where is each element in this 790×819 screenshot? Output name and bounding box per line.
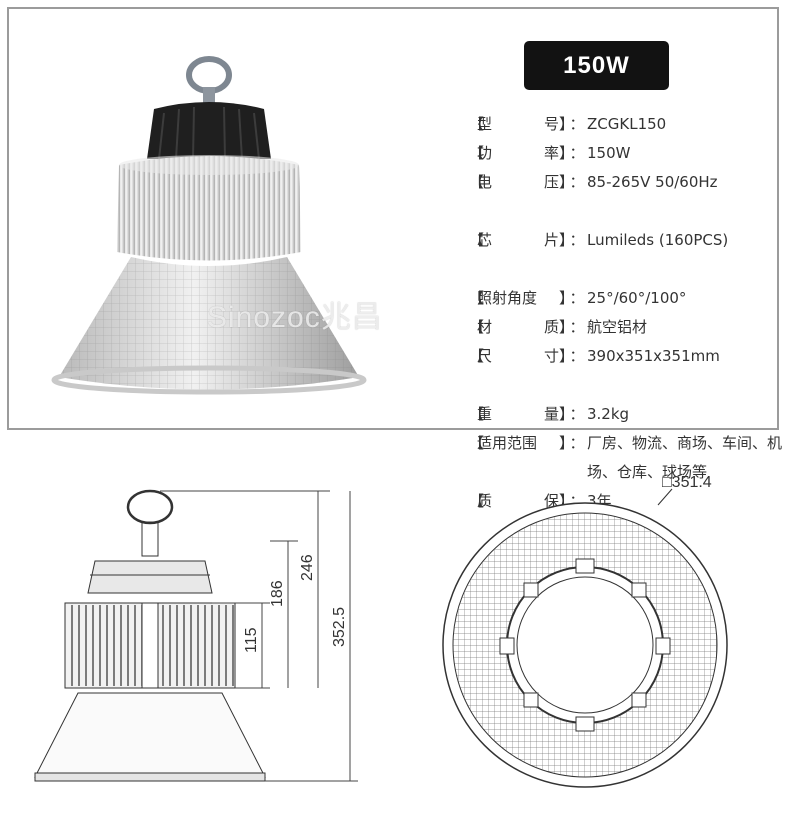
bracket-open: 【 xyxy=(469,347,485,365)
bracket-open: 【 xyxy=(469,434,485,452)
spec-label-part: 材 xyxy=(477,318,493,336)
bracket-close: 】 xyxy=(559,318,575,336)
spec-label-part: 尺 xyxy=(477,347,493,365)
spec-row: 【材质】：航空铝材 xyxy=(469,313,787,342)
spec-value: ZCGKL150 xyxy=(587,115,667,133)
bracket-close: 】 xyxy=(559,144,575,162)
spec-label-part: 重 xyxy=(477,405,493,423)
spec-colon: ： xyxy=(569,289,585,307)
spec-label: 适用范围 xyxy=(477,429,559,458)
bracket-open: 【 xyxy=(469,289,485,307)
spec-label-part: 质 xyxy=(543,318,559,336)
spec-colon: ： xyxy=(569,405,585,423)
dim-115: 115 xyxy=(243,627,260,653)
bracket-close: 】 xyxy=(559,347,575,365)
spec-value: 150W xyxy=(587,144,631,162)
bracket-open: 【 xyxy=(469,144,485,162)
bracket-close: 】 xyxy=(559,289,575,307)
spec-label: 芯片 xyxy=(477,226,559,255)
spec-value: 390x351x351mm xyxy=(587,347,720,365)
spec-value: 3.2kg xyxy=(587,405,630,423)
spec-colon: ： xyxy=(569,173,585,191)
spec-label: 功率 xyxy=(477,139,559,168)
spec-label-part: 照射角度 xyxy=(477,289,538,307)
front-view-drawing: □351.4 xyxy=(442,474,728,788)
spec-label-part: 芯 xyxy=(477,231,493,249)
spec-value: Lumileds (160PCS) xyxy=(587,231,729,249)
spec-row: 【电压】：85-265V 50/60Hz xyxy=(469,168,787,226)
spec-value: 航空铝材 xyxy=(587,318,648,336)
spec-label-part: 电 xyxy=(477,173,493,191)
product-info-panel: Sinozoc兆昌 150W 【型号】：ZCGKL150【功率】：150W【电压… xyxy=(7,7,782,510)
spec-value: 85-265V 50/60Hz xyxy=(587,173,718,191)
lamp-photo xyxy=(51,56,367,395)
spec-row: 【芯片】：Lumileds (160PCS) xyxy=(469,226,787,284)
spec-label-part: 功 xyxy=(477,144,493,162)
spec-label: 重量 xyxy=(477,400,559,429)
spec-row: 【适用范围 】：厂房、物流、商场、车间、机场、仓库、球场等 xyxy=(469,429,787,487)
bracket-open: 【 xyxy=(469,115,485,133)
dim-351-4: □351.4 xyxy=(662,474,712,491)
spec-list: 【型号】：ZCGKL150【功率】：150W【电压】：85-265V 50/60… xyxy=(469,110,787,516)
spec-label: 照射角度 xyxy=(477,284,559,313)
power-badge: 150W xyxy=(524,41,669,90)
spec-label: 材质 xyxy=(477,313,559,342)
spec-colon: ： xyxy=(569,144,585,162)
spec-row: 【功率】：150W xyxy=(469,139,787,168)
spec-label-part: 率 xyxy=(543,144,559,162)
spec-row: 【照射角度 】：25°/60°/100° xyxy=(469,284,787,313)
dim-246: 246 xyxy=(299,554,316,581)
bracket-open: 【 xyxy=(469,405,485,423)
spec-row: 【重量】：3.2kg xyxy=(469,400,787,429)
bracket-close: 】 xyxy=(559,231,575,249)
spec-row: 【型号】：ZCGKL150 xyxy=(469,110,787,139)
spec-colon: ： xyxy=(569,115,585,133)
watermark-text: Sinozoc兆昌 xyxy=(207,301,383,334)
spec-value: 25°/60°/100° xyxy=(587,289,687,307)
side-elevation-drawing: 115 186 246 352.5 xyxy=(34,489,358,782)
spec-label-part: 适用范围 xyxy=(477,434,538,452)
spec-label: 型号 xyxy=(477,110,559,139)
spec-label-part: 量 xyxy=(543,405,559,423)
spec-row: 【尺寸】：390x351x351mm xyxy=(469,342,787,400)
spec-label-part: 压 xyxy=(543,173,559,191)
spec-label: 尺寸 xyxy=(477,342,559,371)
bracket-close: 】 xyxy=(559,115,575,133)
spec-value: 厂房、物流、商场、车间、机场、仓库、球场等 xyxy=(587,434,783,481)
spec-label-part: 号 xyxy=(543,115,559,133)
dim-186: 186 xyxy=(269,580,286,607)
bracket-open: 【 xyxy=(469,231,485,249)
spec-label-part: 型 xyxy=(477,115,493,133)
dim-352-5: 352.5 xyxy=(331,607,348,647)
spec-label: 电压 xyxy=(477,168,559,197)
spec-colon: ： xyxy=(569,231,585,249)
spec-colon: ： xyxy=(569,318,585,336)
spec-label-part: 寸 xyxy=(543,347,559,365)
spec-colon: ： xyxy=(569,434,585,452)
bracket-close: 】 xyxy=(559,405,575,423)
bracket-open: 【 xyxy=(469,318,485,336)
bracket-close: 】 xyxy=(559,434,575,452)
spec-label-part: 质 xyxy=(477,492,493,510)
spec-label-part: 片 xyxy=(543,231,559,249)
spec-colon: ： xyxy=(569,347,585,365)
bracket-open: 【 xyxy=(469,173,485,191)
bracket-close: 】 xyxy=(559,173,575,191)
